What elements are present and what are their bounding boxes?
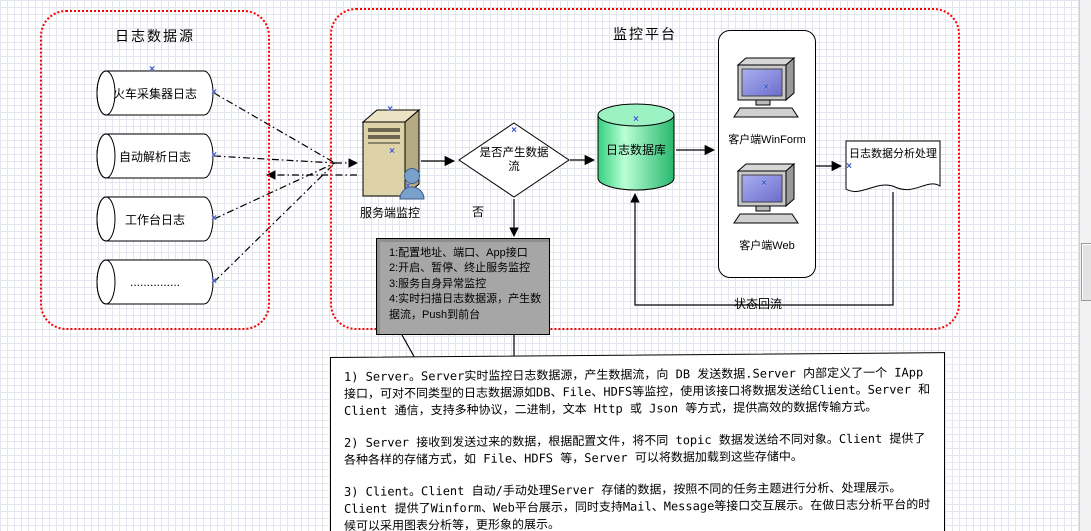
connection-point-icon: × [149,64,155,75]
server-monitor-note[interactable]: 1:配置地址、端口、App接口 2:开启、暂停、终止服务监控 3:服务自身异常监… [376,238,550,335]
banner-paragraph: 3) Client。Client 自动/手动处理Server 存储的数据，按照不… [344,480,931,531]
status-backflow-label: 状态回流 [734,297,783,311]
connection-point-icon: × [211,213,217,224]
connection-point-icon: × [633,114,639,125]
document-shape-icon [845,140,941,192]
connection-point-icon: × [761,178,767,189]
note-line: 4:实时扫描日志数据源，产生数据流，Push到前台 [389,293,542,321]
connection-point-icon: × [846,161,852,172]
connection-point-icon: × [389,146,395,157]
source-label: 工作台日志 [124,212,185,227]
source-label: 自动解析日志 [118,149,191,164]
connection-point-icon: × [387,104,393,115]
log-database-shape[interactable]: 日志数据库 [597,103,675,191]
banner-paragraph: 2) Server 接收到发送过来的数据，根据配置文件，将不同 topic 数据… [344,431,926,468]
decision-diamond-icon [458,122,570,198]
connection-point-icon: × [511,125,517,136]
server-tower-icon [361,108,425,200]
log-sources-group[interactable]: 日志数据源 [40,10,270,330]
computer-icon [733,56,799,118]
connection-point-icon: × [211,87,217,98]
source-cylinder-train-log[interactable]: 火车采集器日志 [96,70,214,116]
decision-label: 是否产生数据流 [479,146,549,173]
connection-point-icon: × [763,82,769,93]
connection-point-icon: × [211,276,217,287]
client-web-label: 客户端Web [739,240,795,252]
source-cylinder-auto-parse-log[interactable]: 自动解析日志 [96,133,214,179]
client-web-shape[interactable] [730,162,804,227]
source-label: 火车采集器日志 [112,86,197,101]
cylinder-shape-icon [96,259,214,305]
client-winform-label: 客户端WinForm [728,134,806,146]
scrollbar-thumb[interactable] [1081,243,1091,301]
clients-container[interactable]: 客户端WinForm 客户端Web [718,30,816,278]
log-database-label: 日志数据库 [605,142,666,157]
connection-point-icon: × [211,150,217,161]
source-cylinder-other[interactable]: ............... [96,259,214,305]
client-winform-shape[interactable] [730,56,804,121]
server-monitor-shape[interactable]: 服务端监控 [347,106,433,224]
log-analysis-label: 日志数据分析处理 [849,148,937,160]
server-monitor-label: 服务端监控 [359,206,420,220]
cylinder-shape-icon [96,133,214,179]
vertical-scrollbar[interactable] [1079,0,1091,531]
monitor-platform-title: 监控平台 [613,26,677,42]
source-label: ............... [129,275,180,289]
connection-point-icon: × [405,181,411,192]
note-line: 3:服务自身异常监控 [389,277,487,290]
database-cylinder-icon [597,103,675,191]
note-line: 1:配置地址、端口、App接口 [389,247,528,259]
data-stream-decision[interactable]: 是否产生数据流 [458,122,570,198]
log-sources-title: 日志数据源 [115,28,195,44]
cylinder-shape-icon [96,196,214,242]
note-line: 2:开启、暂停、终止服务监控 [389,262,531,275]
explanation-banner[interactable]: 1) Server。Server实时监控日志数据源，产生数据流，向 DB 发送数… [330,352,945,531]
cylinder-shape-icon [96,70,214,116]
monitor-platform-group[interactable]: 监控平台 [330,8,960,330]
computer-icon [733,162,799,224]
log-analysis-document[interactable]: 日志数据分析处理 [845,140,941,198]
source-cylinder-workbench-log[interactable]: 工作台日志 [96,196,214,242]
banner-paragraph: 1) Server。Server实时监控日志数据源，产生数据流，向 DB 发送数… [344,365,931,418]
decision-no-label: 否 [472,205,485,219]
